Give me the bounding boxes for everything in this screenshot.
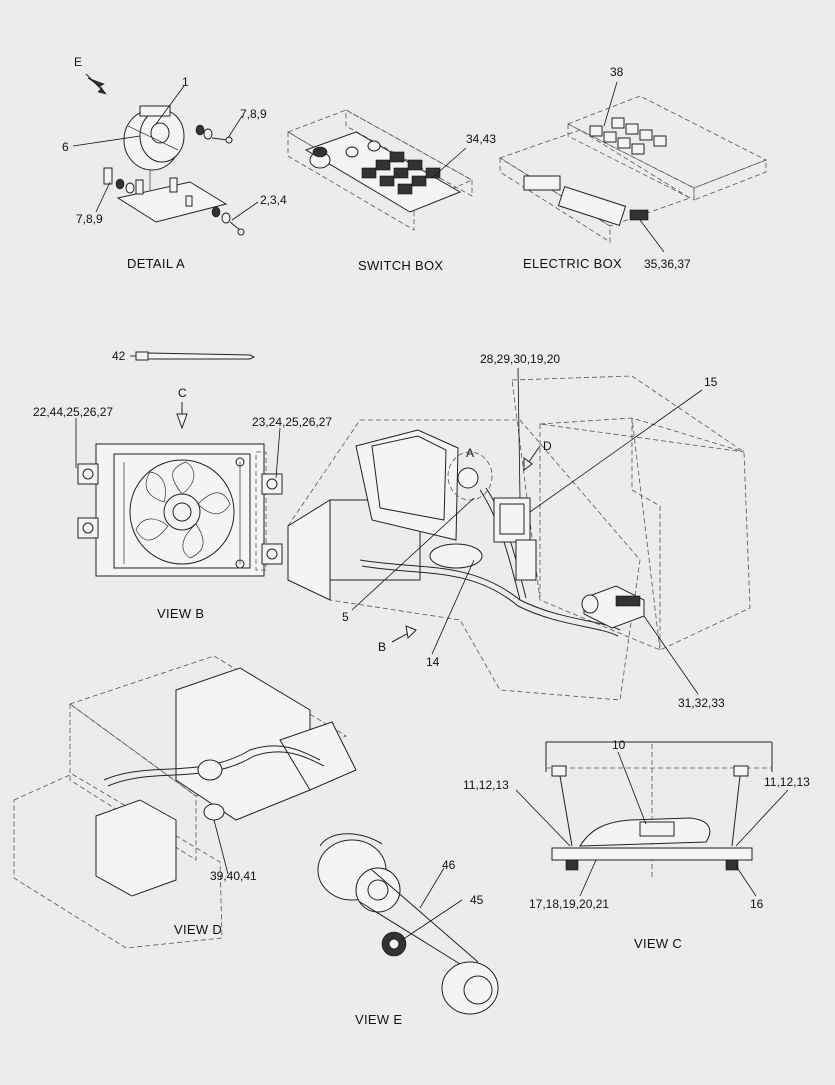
callout-38: 38 bbox=[610, 65, 624, 79]
caption-view-d: VIEW D bbox=[174, 922, 222, 937]
callout-11-12-13-right: 11,12,13 bbox=[764, 775, 810, 789]
switch-panel-keys bbox=[361, 151, 441, 195]
callout-16: 16 bbox=[750, 897, 764, 911]
callout-1: 1 bbox=[182, 75, 189, 89]
callout-34-43: 34,43 bbox=[466, 132, 496, 146]
callout-22-44-25-26-27: 22,44,25,26,27 bbox=[33, 405, 113, 419]
callout-7-8-9-left: 7,8,9 bbox=[76, 212, 103, 226]
arrow-b-label: B bbox=[378, 640, 386, 654]
arrow-a-label: A bbox=[466, 446, 474, 460]
callout-31-32-33: 31,32,33 bbox=[678, 696, 725, 710]
arrow-d-label: D bbox=[543, 439, 552, 453]
callout-10: 10 bbox=[612, 738, 626, 752]
callout-35-36-37: 35,36,37 bbox=[644, 257, 691, 271]
caption-view-b: VIEW B bbox=[157, 606, 204, 621]
arrow-c-label: C bbox=[178, 386, 187, 400]
callout-39-40-41: 39,40,41 bbox=[210, 869, 257, 883]
caption-view-c: VIEW C bbox=[634, 936, 682, 951]
detail-a-drawing bbox=[72, 73, 259, 236]
callout-42: 42 bbox=[112, 349, 126, 363]
view-b-drawing bbox=[75, 402, 283, 577]
callout-15: 15 bbox=[704, 375, 718, 389]
relay-block bbox=[589, 117, 667, 155]
caption-electric-box: ELECTRIC BOX bbox=[523, 256, 622, 271]
arrow-e-label: E bbox=[74, 55, 82, 69]
callout-14: 14 bbox=[426, 655, 440, 669]
callout-45: 45 bbox=[470, 893, 484, 907]
callout-7-8-9-top: 7,8,9 bbox=[240, 107, 267, 121]
callout-6: 6 bbox=[62, 140, 69, 154]
callout-2-3-4: 2,3,4 bbox=[260, 193, 287, 207]
view-e-drawing bbox=[317, 833, 499, 1015]
callout-5: 5 bbox=[342, 610, 349, 624]
electric-box-drawing bbox=[499, 81, 767, 253]
callout-46: 46 bbox=[442, 858, 456, 872]
caption-switch-box: SWITCH BOX bbox=[358, 258, 443, 273]
view-c-drawing bbox=[515, 741, 789, 897]
callout-28-29-30-19-20: 28,29,30,19,20 bbox=[480, 352, 560, 366]
callout-11-12-13-left: 11,12,13 bbox=[463, 778, 509, 792]
cable-tie-drawing bbox=[130, 351, 256, 361]
main-machine-drawing bbox=[287, 367, 751, 701]
caption-detail-a: DETAIL A bbox=[127, 256, 185, 271]
view-d-drawing bbox=[13, 655, 357, 949]
callout-23-24-25-26-27: 23,24,25,26,27 bbox=[252, 415, 332, 429]
callout-17-18-19-20-21: 17,18,19,20,21 bbox=[529, 897, 609, 911]
caption-view-e: VIEW E bbox=[355, 1012, 402, 1027]
fan-blades bbox=[135, 461, 231, 559]
switch-box-drawing bbox=[287, 109, 473, 231]
